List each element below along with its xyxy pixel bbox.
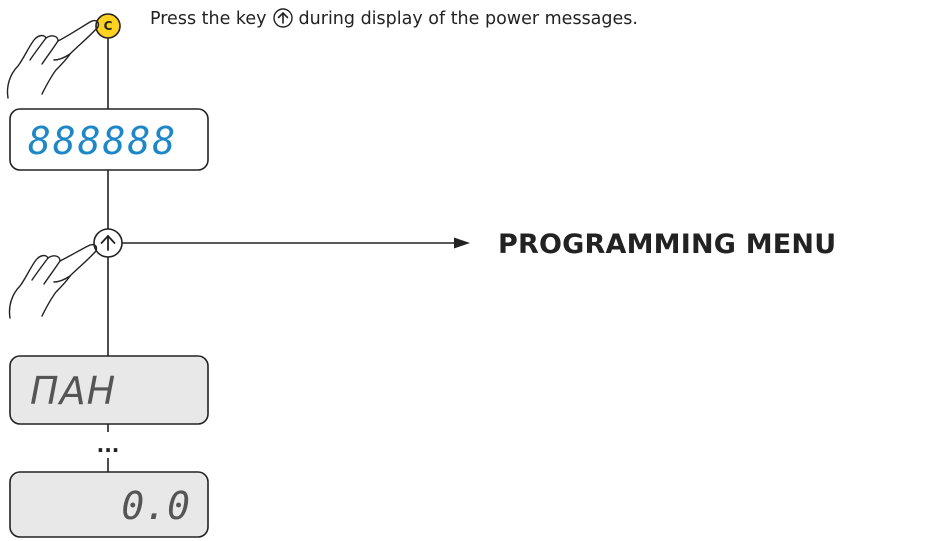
hand-pointer-icon-2 bbox=[8, 243, 98, 319]
programming-menu-label: PROGRAMMING MENU bbox=[498, 229, 837, 260]
instruction-after: during display of the power messages. bbox=[298, 9, 638, 29]
instruction-before: Press the key bbox=[150, 9, 267, 29]
display-text-3: 0.0 bbox=[121, 484, 190, 528]
up-arrow-icon bbox=[100, 235, 116, 251]
instruction-text: Press the key during display of the power… bbox=[150, 8, 638, 29]
c-button[interactable] bbox=[95, 13, 121, 39]
up-arrow-circle-icon bbox=[272, 8, 293, 28]
arrow-head bbox=[454, 237, 470, 249]
up-key-button[interactable] bbox=[93, 228, 123, 258]
display-text-1: 888888 bbox=[28, 119, 177, 163]
hand-pointer-icon bbox=[6, 19, 100, 99]
display-panel-1 bbox=[9, 108, 209, 171]
display-text-2: ПАН bbox=[30, 369, 116, 413]
display-panel-3 bbox=[9, 471, 209, 538]
display-panel-2 bbox=[9, 355, 209, 425]
c-button-label: C bbox=[103, 19, 113, 33]
ellipsis: ... bbox=[97, 433, 120, 457]
